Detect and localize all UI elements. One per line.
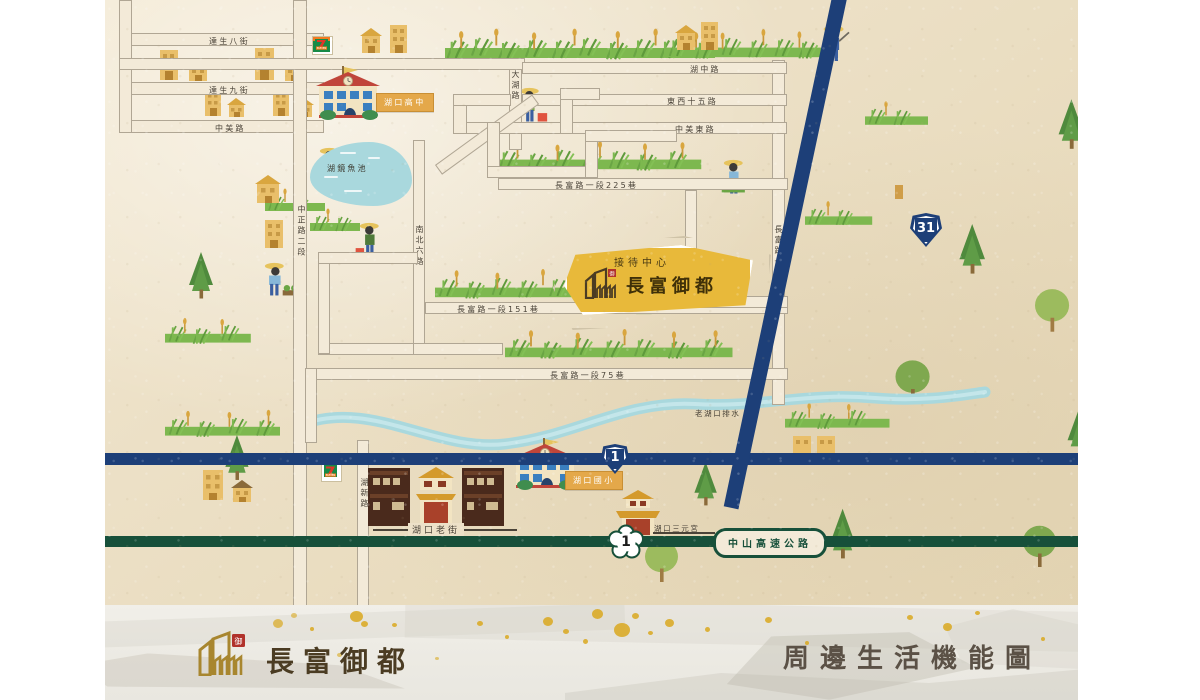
estate-highlight[interactable]: 接待中心 御 長富御都 bbox=[564, 245, 753, 315]
project-name: 長富御都 bbox=[266, 645, 415, 678]
label-nanbei-6th: 南北六路 bbox=[415, 225, 424, 268]
label-huzhong-rd: 湖中路 bbox=[690, 65, 721, 74]
label-changfu-151: 長富路一段151巷 bbox=[457, 305, 541, 314]
street-loop-top[interactable] bbox=[453, 94, 511, 106]
7-eleven-icon[interactable]: ELEVEN bbox=[312, 36, 333, 55]
poi-label-hukou-elementary[interactable]: 湖口國小 bbox=[565, 471, 623, 490]
label-zhongmei-east-rd: 中美東路 bbox=[675, 125, 716, 134]
label-pond: 湖鏡魚池 bbox=[327, 164, 368, 173]
street-loop-mid-top[interactable] bbox=[560, 88, 600, 100]
street-spur-north[interactable] bbox=[318, 252, 418, 264]
school-building-icon bbox=[310, 66, 392, 129]
estate-logo-mark: 御 bbox=[584, 267, 616, 299]
label-old-hukou-drain: 老湖口排水 bbox=[695, 409, 741, 418]
street-spur-west-v[interactable] bbox=[318, 252, 330, 354]
provincial-highway-1[interactable] bbox=[105, 453, 1078, 465]
project-logo[interactable]: 御 長富御都 bbox=[196, 630, 415, 678]
map-canvas[interactable]: 達生八街 達生九街 中美路 中正路二段 湖新路 大湖路 南北六路 長富路一段 湖… bbox=[105, 0, 1078, 608]
poi-label-sanyuan-temple[interactable]: 湖口三元宮 bbox=[654, 524, 700, 533]
poi-label-hukou-old-street[interactable]: 湖口老街 bbox=[408, 523, 465, 536]
estate-reception-label: 接待中心 bbox=[614, 258, 670, 269]
label-huxin-rd: 湖新路 bbox=[360, 478, 369, 510]
temple-rule bbox=[653, 532, 715, 534]
label-zhongmei-rd: 中美路 bbox=[215, 124, 246, 133]
pond-icon bbox=[310, 142, 412, 206]
street-nanbei-elbow[interactable] bbox=[305, 368, 317, 443]
svg-text:ELEVEN: ELEVEN bbox=[317, 47, 326, 50]
route-shield-provincial-1[interactable]: 1 bbox=[601, 444, 629, 474]
street-estate-n-h[interactable] bbox=[487, 166, 597, 178]
label-dahu-rd: 大湖路 bbox=[511, 70, 520, 102]
street-zhongzheng-sec2[interactable] bbox=[293, 0, 307, 608]
estate-name: 長富御都 bbox=[626, 276, 718, 297]
label-changfu-225: 長富路一段225巷 bbox=[555, 181, 639, 190]
street-spur-west[interactable] bbox=[413, 343, 503, 355]
poster-subtitle: 周邊生活機能圖 bbox=[782, 644, 1042, 674]
street-huzhong-rd[interactable] bbox=[522, 62, 787, 74]
old-street-row bbox=[368, 462, 520, 539]
svg-text:御: 御 bbox=[235, 636, 243, 646]
creek-path bbox=[295, 386, 991, 451]
street-changfu-75[interactable] bbox=[305, 368, 788, 380]
street-estate-n3-h[interactable] bbox=[585, 130, 677, 142]
poi-label-hukou-senior-high[interactable]: 湖口高中 bbox=[376, 93, 434, 112]
logo-mark: 御 bbox=[196, 630, 260, 677]
freeway-1-sun-yat-sen[interactable] bbox=[105, 536, 1078, 547]
7-eleven-icon[interactable]: ELEVEN bbox=[321, 463, 342, 482]
street-spur-west2[interactable] bbox=[318, 343, 414, 355]
label-zhongzheng-sec2: 中正路二段 bbox=[297, 205, 306, 258]
label-dasheng-8th: 達生八街 bbox=[209, 37, 250, 46]
label-changfu-75: 長富路一段75巷 bbox=[550, 371, 626, 380]
freeway-name-label[interactable]: 中山高速公路 bbox=[713, 528, 827, 558]
plum-blossom-shield-freeway-1[interactable]: 1 bbox=[608, 524, 644, 560]
route-shield-expressway-31[interactable]: 31 bbox=[910, 213, 942, 247]
svg-text:御: 御 bbox=[609, 271, 614, 278]
svg-text:ELEVEN: ELEVEN bbox=[326, 474, 335, 477]
street-changfu-225[interactable] bbox=[498, 178, 788, 190]
footer-band bbox=[105, 605, 1078, 700]
label-dongxi-15th: 東西十五路 bbox=[667, 97, 718, 106]
label-dasheng-9th: 達生九街 bbox=[209, 86, 250, 95]
